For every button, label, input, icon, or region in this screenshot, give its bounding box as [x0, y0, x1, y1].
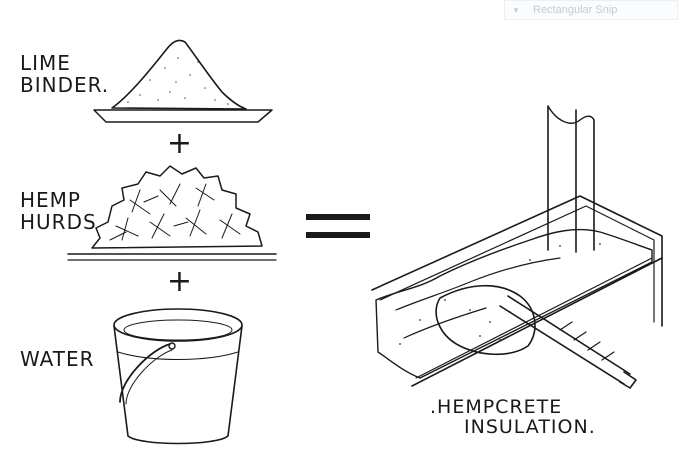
hemp-label-line2: HURDS	[20, 210, 97, 234]
plus-sign-1: +	[167, 126, 193, 161]
hempcrete-label-line2: INSULATION.	[464, 416, 596, 438]
snip-mode-icon: ▾	[513, 4, 519, 15]
lime-label-line1: LIME	[20, 51, 71, 75]
lime-label-line2: BINDER.	[20, 73, 109, 97]
hempcrete-label-line1: .HEMPCRETE	[430, 396, 562, 418]
snip-mode-label: Rectangular Snip	[533, 4, 618, 16]
equals-sign	[306, 214, 370, 238]
hemp-label-line1: HEMP	[20, 188, 81, 212]
water-bucket-illustration	[113, 308, 243, 445]
snip-mode-dropdown[interactable]: ▾ Rectangular Snip	[504, 0, 678, 20]
lime-binder-pile-illustration	[93, 39, 273, 123]
water-label: WATER	[20, 347, 95, 371]
hempcrete-wall-illustration	[371, 105, 663, 389]
plus-sign-2: +	[167, 264, 193, 299]
hemp-hurds-pile-illustration	[67, 165, 277, 261]
